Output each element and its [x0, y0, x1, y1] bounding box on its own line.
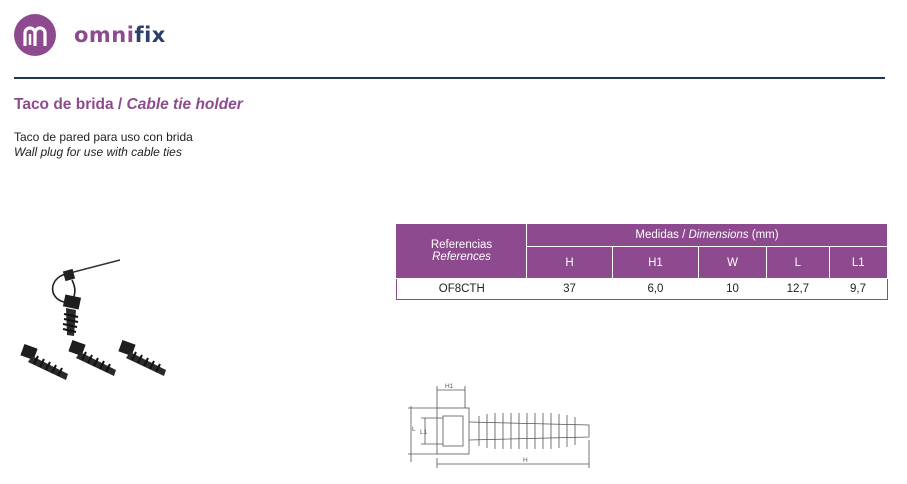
- cell-l1: 9,7: [829, 278, 889, 300]
- drawing-label-l: L: [412, 426, 416, 433]
- product-title-separator: /: [113, 96, 127, 113]
- brand-logo: omnifix: [14, 14, 166, 56]
- cell-h: 37: [526, 278, 613, 300]
- cell-l: 12,7: [766, 278, 830, 300]
- references-header: Referencias References: [395, 223, 528, 279]
- brand-name-part2: fix: [134, 23, 166, 47]
- header-divider: [14, 77, 885, 79]
- cell-h1: 6,0: [612, 278, 699, 300]
- column-header-h1: H1: [611, 246, 699, 279]
- drawing-label-l1: L1: [420, 429, 428, 436]
- product-description-en: Wall plug for use with cable ties: [14, 145, 182, 159]
- plug-1: [20, 343, 68, 380]
- column-header-w: W: [697, 246, 768, 279]
- dimensions-header-es: Medidas /: [635, 229, 689, 242]
- references-header-es: Referencias: [430, 239, 493, 251]
- plug-2: [68, 339, 116, 376]
- cell-w: 10: [698, 278, 767, 300]
- dimensions-header: Medidas / Dimensions (mm): [526, 222, 888, 248]
- row-reference: OF8CTH: [395, 278, 527, 300]
- brand-name-part1: omni: [74, 23, 135, 47]
- drawing-label-h1: H1: [445, 383, 454, 390]
- product-description-es: Taco de pared para uso con brida: [14, 130, 193, 144]
- plug-upright: [62, 294, 82, 336]
- product-photo: [20, 259, 166, 380]
- dimensions-header-en: Dimensions: [688, 229, 749, 242]
- plug-3: [118, 339, 166, 376]
- product-title-en: Cable tie holder: [126, 96, 243, 113]
- dimensions-header-unit: (mm): [748, 229, 779, 242]
- drawing-label-h: H: [523, 457, 528, 464]
- references-header-en: References: [432, 251, 491, 263]
- column-header-l: L: [766, 246, 830, 279]
- brand-wordmark: omnifix: [74, 23, 166, 47]
- table-row: OF8CTH 37 6,0 10 12,7 9,7: [395, 278, 889, 300]
- omnifix-logo-icon: [14, 14, 56, 56]
- dimensions-table: Referencias References Medidas / Dimensi…: [395, 222, 889, 300]
- column-header-l1: L1: [828, 246, 889, 279]
- product-title: Taco de brida / Cable tie holder: [14, 96, 243, 114]
- product-title-es: Taco de brida: [14, 96, 114, 113]
- technical-drawing: H1 L L1 H: [408, 383, 590, 468]
- column-header-h: H: [526, 246, 613, 279]
